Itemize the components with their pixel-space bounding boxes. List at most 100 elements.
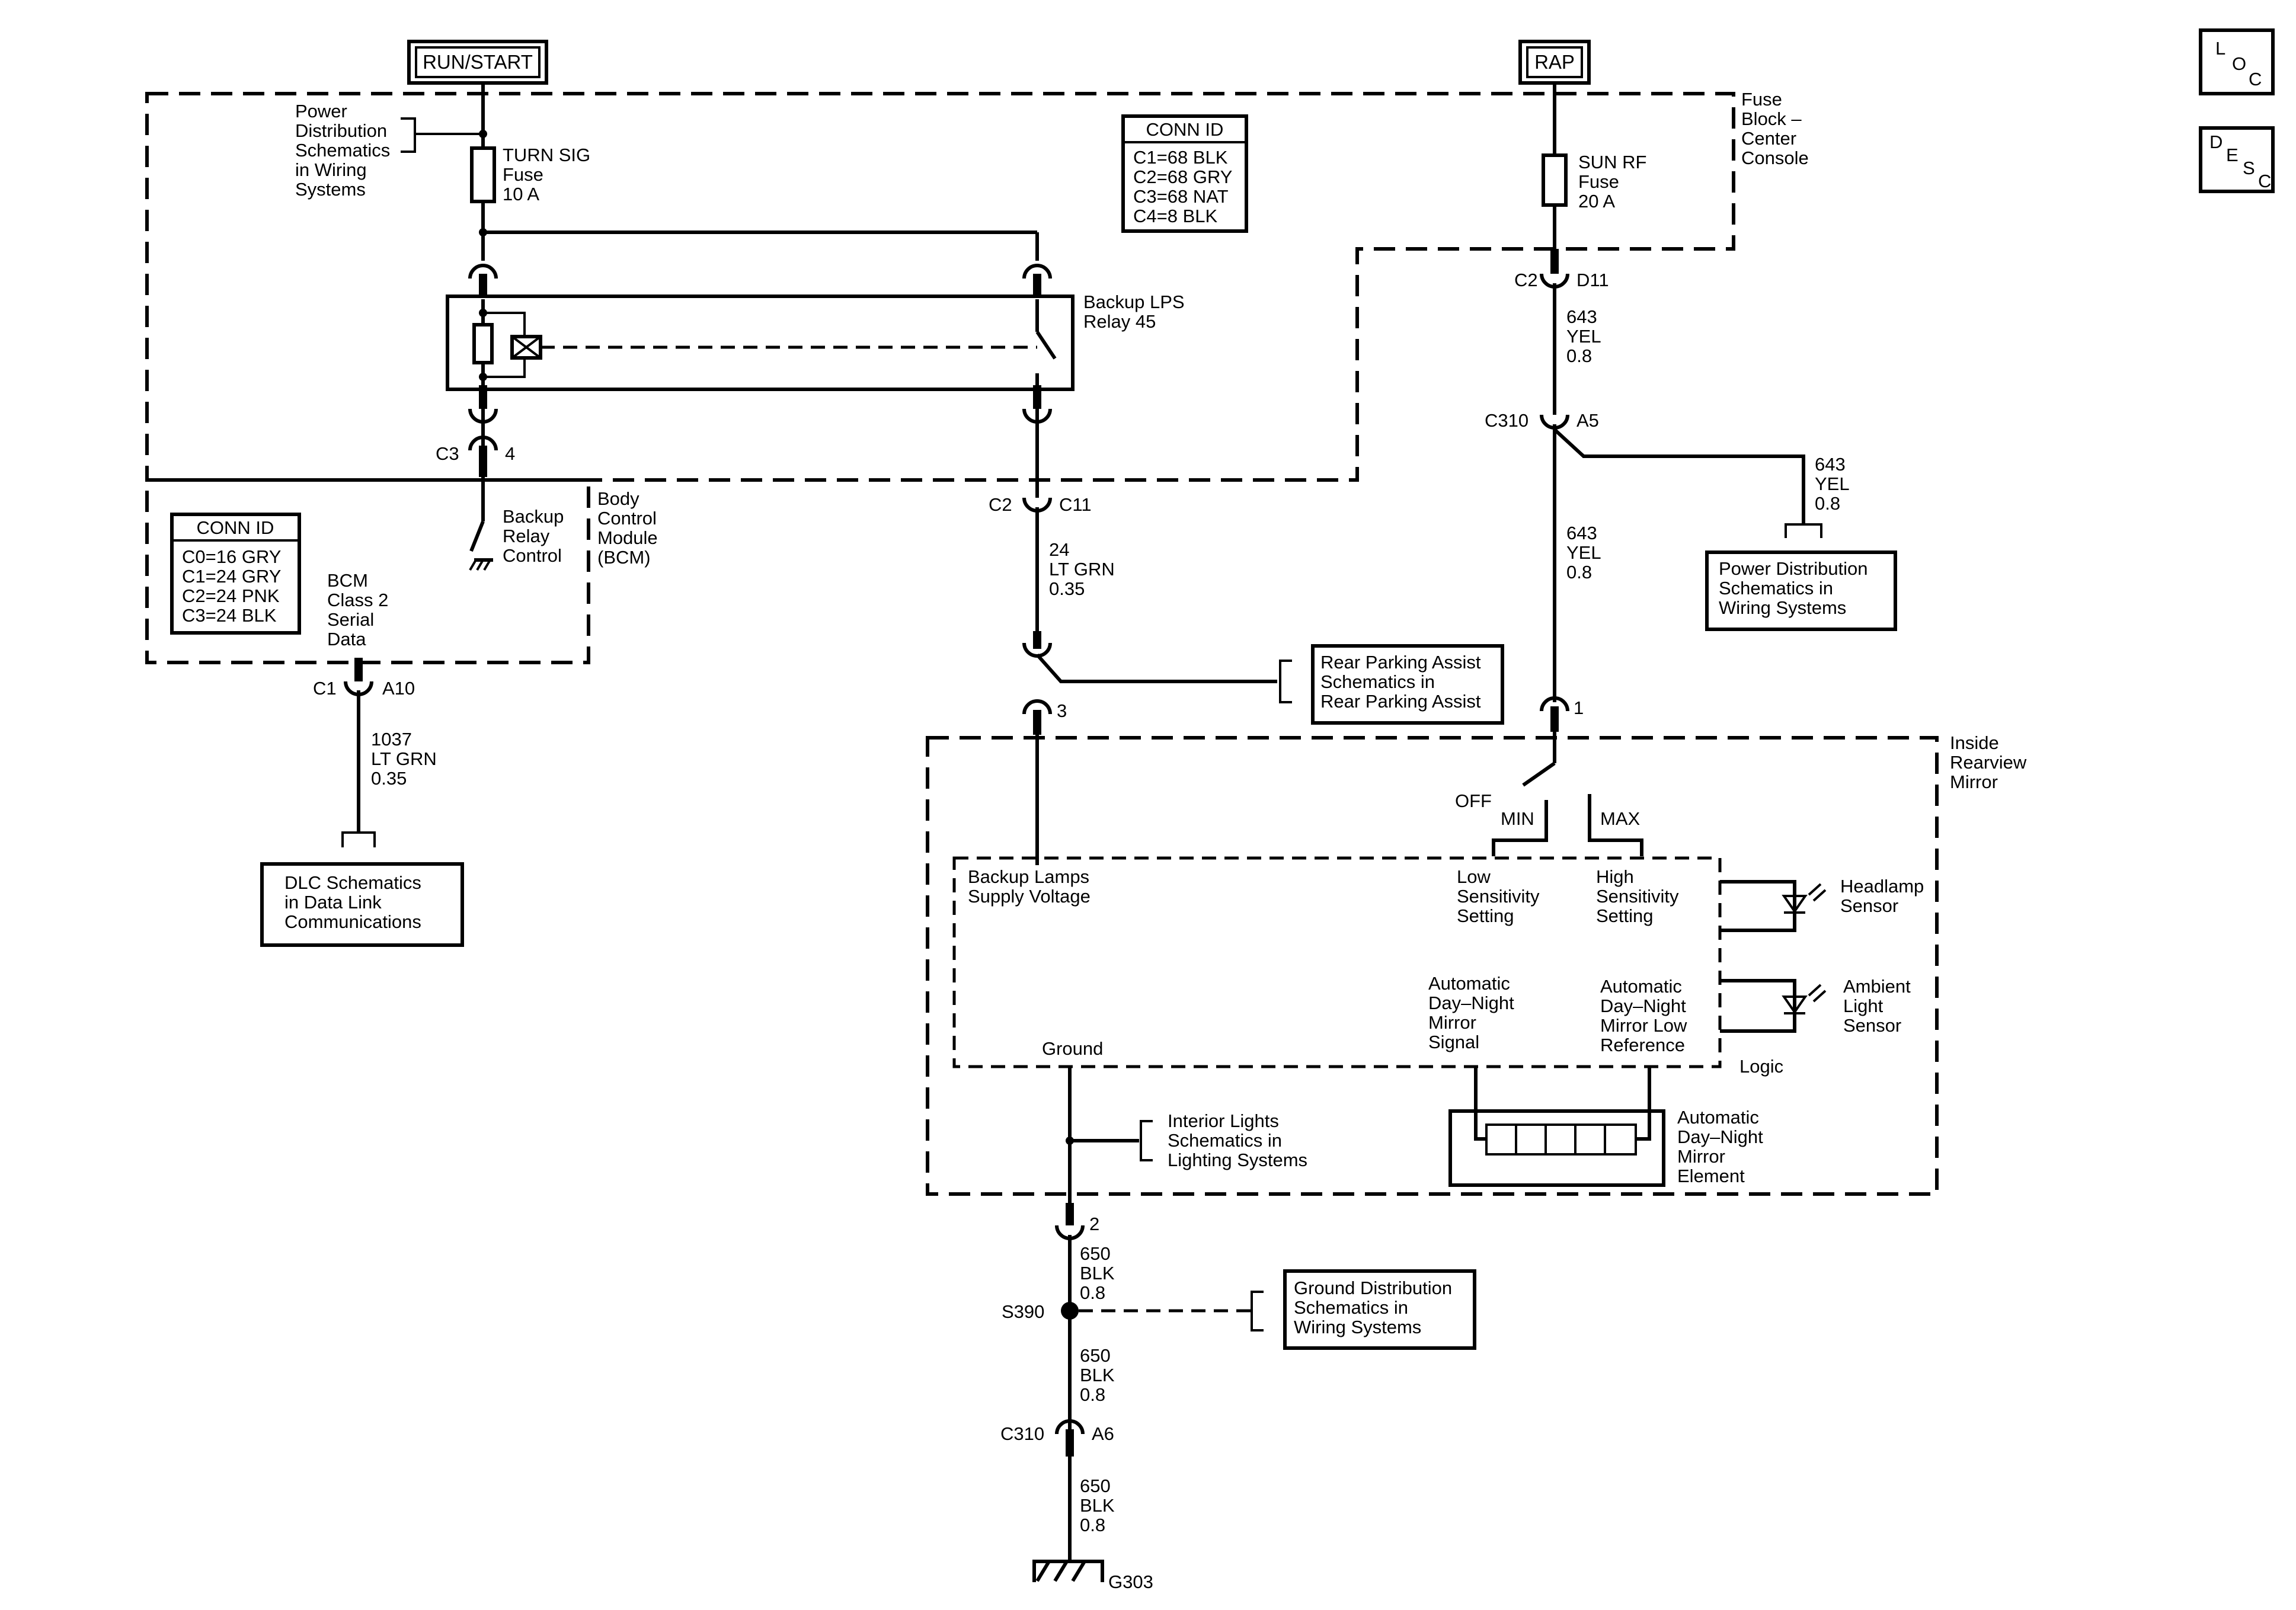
svg-text:OFF: OFF [1455, 790, 1492, 811]
rear-parking-assist-ref[interactable]: Rear Parking Assist Schematics in Rear P… [1311, 644, 1504, 725]
svg-text:C: C [2258, 171, 2271, 191]
svg-text:Power Distribution: Power Distribution [1719, 558, 1868, 579]
svg-text:Mirror: Mirror [1428, 1012, 1476, 1033]
svg-text:Lighting Systems: Lighting Systems [1168, 1150, 1307, 1170]
dlc-schematics-ref[interactable]: DLC Schematics in Data Link Communicatio… [260, 862, 464, 947]
svg-text:DLC Schematics: DLC Schematics [284, 872, 421, 893]
loc-button[interactable]: L O C [2199, 28, 2275, 95]
svg-text:MIN: MIN [1501, 808, 1534, 829]
svg-text:Serial: Serial [327, 609, 374, 630]
svg-text:Body: Body [597, 488, 639, 509]
power-distribution-ref-left[interactable]: Power Distribution Schematics in Wiring … [295, 101, 390, 200]
svg-text:(BCM): (BCM) [597, 547, 651, 568]
c310-a6-connector: C310 A6 [1000, 1419, 1114, 1457]
bcm-label: Body Control Module (BCM) [597, 488, 658, 568]
svg-text:A5: A5 [1576, 410, 1599, 431]
svg-text:C310: C310 [1485, 410, 1528, 431]
svg-text:Wiring Systems: Wiring Systems [1719, 597, 1846, 618]
svg-text:C11: C11 [1059, 494, 1092, 515]
svg-text:C310: C310 [1000, 1423, 1044, 1444]
svg-text:C: C [2249, 69, 2262, 89]
svg-text:Fuse: Fuse [1578, 171, 1619, 192]
adn-low-reference-label: Automatic Day–Night Mirror Low Reference [1600, 976, 1687, 1055]
svg-text:LT GRN: LT GRN [371, 748, 437, 769]
svg-text:643: 643 [1566, 306, 1597, 327]
svg-text:MAX: MAX [1600, 808, 1641, 829]
svg-text:643: 643 [1815, 454, 1846, 475]
svg-text:CONN ID: CONN ID [197, 517, 274, 538]
inside-rearview-mirror-label: Inside Rearview Mirror [1950, 732, 2027, 792]
backup-supply-label: Backup Lamps Supply Voltage [968, 866, 1091, 907]
backup-relay-control-switch [469, 477, 493, 571]
svg-text:Interior Lights: Interior Lights [1168, 1110, 1279, 1131]
mirror-element-icon [1448, 1067, 1665, 1187]
svg-text:3: 3 [1057, 700, 1067, 721]
svg-text:Schematics in: Schematics in [1294, 1297, 1408, 1318]
svg-text:YEL: YEL [1566, 542, 1601, 563]
interior-lights-ref[interactable]: Interior Lights Schematics in Lighting S… [1168, 1110, 1307, 1170]
svg-text:0.35: 0.35 [371, 768, 407, 789]
svg-text:Module: Module [597, 527, 658, 548]
backup-conn-c2: C2 C11 [989, 494, 1092, 515]
rap-label: RAP [1534, 51, 1575, 73]
svg-text:Light: Light [1843, 996, 1884, 1016]
high-sensitivity-label: High Sensitivity Setting [1596, 866, 1679, 926]
svg-text:BLK: BLK [1080, 1495, 1115, 1516]
svg-text:Console: Console [1741, 148, 1809, 168]
svg-text:Wiring Systems: Wiring Systems [1294, 1317, 1421, 1337]
svg-text:0.8: 0.8 [1080, 1515, 1105, 1535]
svg-text:Class 2: Class 2 [327, 590, 388, 610]
svg-text:Ground Distribution: Ground Distribution [1294, 1278, 1452, 1298]
svg-text:1037: 1037 [371, 729, 412, 750]
svg-text:Distribution: Distribution [295, 120, 387, 141]
ground-wire-label-1: 650 BLK 0.8 [1080, 1243, 1115, 1303]
svg-text:Setting: Setting [1457, 905, 1514, 926]
svg-text:Schematics in: Schematics in [1320, 671, 1435, 692]
svg-text:Control: Control [597, 508, 657, 529]
svg-text:650: 650 [1080, 1475, 1111, 1496]
svg-text:Schematics: Schematics [295, 140, 390, 161]
svg-text:650: 650 [1080, 1243, 1111, 1264]
sun-rf-fuse-icon [1542, 153, 1568, 207]
logic-module-outline [952, 856, 1722, 1068]
bcm-conn-c3: C3 4 [436, 436, 515, 477]
svg-text:YEL: YEL [1566, 326, 1601, 347]
svg-text:Signal: Signal [1428, 1032, 1479, 1052]
headlamp-sensor-icon [1720, 880, 1827, 932]
svg-text:Relay: Relay [503, 526, 550, 546]
svg-text:Communications: Communications [284, 911, 421, 932]
bcm-conn-c1: C1 A10 [313, 658, 415, 699]
svg-text:Inside: Inside [1950, 732, 1999, 753]
svg-text:0.8: 0.8 [1566, 562, 1592, 582]
svg-text:Mirror: Mirror [1950, 772, 1998, 792]
svg-text:C3=68 NAT: C3=68 NAT [1133, 186, 1229, 207]
inside-rearview-mirror-outline [926, 736, 1939, 1196]
ambient-light-sensor-label: Ambient Light Sensor [1843, 976, 1911, 1036]
power-distribution-ref-right[interactable]: Power Distribution Schematics in Wiring … [1705, 550, 1897, 631]
svg-text:Systems: Systems [295, 179, 366, 200]
svg-text:S: S [2243, 158, 2255, 178]
svg-text:SUN RF: SUN RF [1578, 152, 1646, 172]
svg-text:0.8: 0.8 [1080, 1282, 1105, 1303]
svg-text:C2: C2 [1514, 270, 1538, 290]
ground-wire-label-3: 650 BLK 0.8 [1080, 1475, 1115, 1535]
svg-text:Sensitivity: Sensitivity [1596, 886, 1679, 907]
svg-text:Sensor: Sensor [1840, 895, 1898, 916]
backup-wire-label: 24 LT GRN 0.35 [1049, 539, 1115, 599]
svg-text:Schematics in: Schematics in [1168, 1130, 1282, 1151]
svg-text:10 A: 10 A [503, 184, 539, 204]
svg-text:A10: A10 [382, 678, 415, 699]
relay-top-connectors [468, 264, 1052, 299]
desc-button[interactable]: D E S C [2199, 126, 2275, 193]
sun-rf-fuse-label: SUN RF Fuse 20 A [1578, 152, 1646, 212]
ground-distribution-ref[interactable]: Ground Distribution Schematics in Wiring… [1283, 1269, 1476, 1350]
ground-g303-label: G303 [1108, 1571, 1153, 1592]
bcm-serial-data-label: BCM Class 2 Serial Data [327, 570, 388, 649]
svg-text:C3=24 BLK: C3=24 BLK [182, 605, 277, 626]
bcm-wire-label: 1037 LT GRN 0.35 [371, 729, 437, 789]
svg-text:LT GRN: LT GRN [1049, 559, 1115, 580]
svg-text:Reference: Reference [1600, 1035, 1685, 1055]
svg-text:Automatic: Automatic [1600, 976, 1682, 997]
svg-text:Block –: Block – [1741, 108, 1802, 129]
svg-text:Day–Night: Day–Night [1428, 993, 1514, 1013]
